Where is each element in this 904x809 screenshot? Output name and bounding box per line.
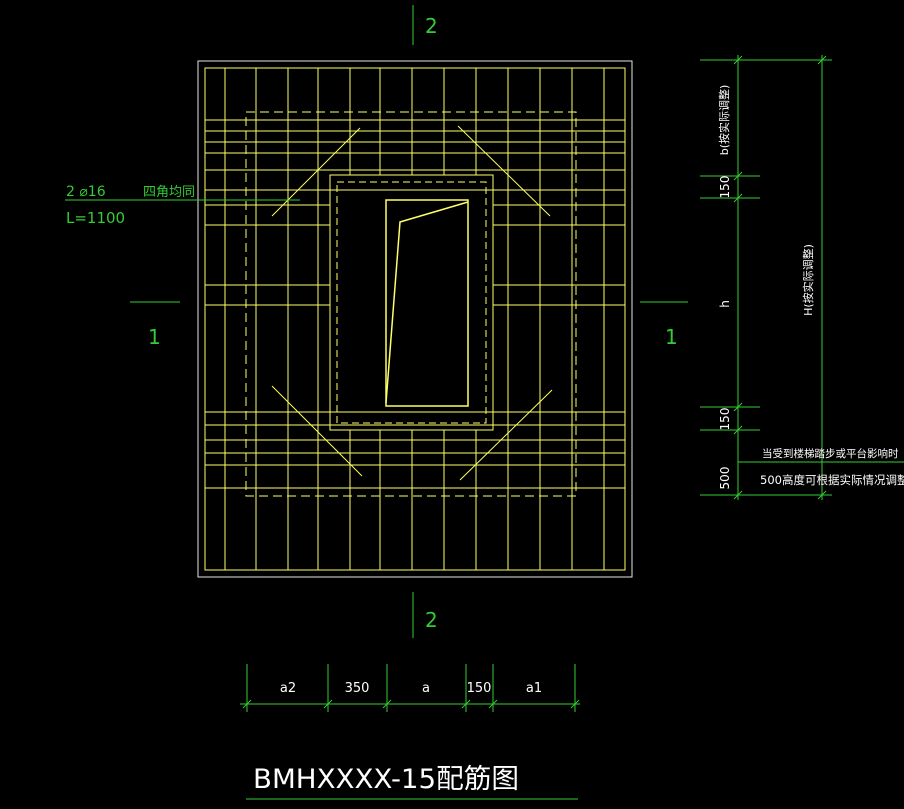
dim-a1-label: a1	[526, 681, 542, 696]
dim-H-label: H(按实际调整)	[801, 244, 815, 316]
dim-h-label: h	[718, 300, 732, 308]
horizontal-bars	[205, 119, 625, 489]
drawing-title-text: BMHXXXX-15配筋图	[253, 764, 519, 795]
dim-150-top-label: 150	[718, 176, 732, 199]
outer-frame	[197, 60, 633, 578]
section-mark-bottom: 2	[412, 592, 438, 638]
dim-a-label: a	[422, 681, 430, 696]
section-mark-right-label: 1	[665, 325, 678, 349]
rebar-note-spec-desc: 四角均同	[143, 185, 195, 200]
outer-dashed-outline	[245, 111, 577, 497]
section-mark-right: 1	[640, 301, 688, 349]
section-mark-top-label: 2	[425, 14, 438, 38]
section-mark-top: 2	[412, 5, 438, 45]
bottom-dimensions: a2 350 a 150 a1	[240, 664, 580, 712]
side-dim-ticks	[733, 55, 827, 500]
opening-frame	[329, 174, 494, 431]
rebar-note-length: L=1100	[66, 209, 125, 227]
section-mark-bottom-label: 2	[425, 608, 438, 632]
drawing-title: BMHXXXX-15配筋图	[246, 764, 578, 800]
rebar-note-spec: 2 ⌀16	[66, 184, 106, 200]
side-note-1: 当受到楼梯踏步或平台影响时	[762, 447, 899, 460]
opening-cutout	[385, 199, 469, 407]
side-note-2: 500高度可根据实际情况调整	[760, 473, 904, 487]
diagonal-corner-bars	[271, 125, 553, 481]
opening-dashed-outline	[336, 181, 487, 424]
vertical-bars	[224, 68, 605, 570]
inner-frame	[204, 67, 626, 571]
section-mark-left-label: 1	[148, 325, 161, 349]
rebar-note: 2 ⌀16 四角均同 L=1100	[65, 184, 300, 227]
bottom-dim-ticks	[242, 699, 580, 709]
dim-b-label: b(按实际调整)	[717, 85, 731, 156]
dim-350-label: 350	[345, 681, 370, 696]
dim-150-label: 150	[467, 681, 492, 696]
side-dimensions: b(按实际调整) 150 h H(按实际调整) 150 500 当受到楼梯踏步或…	[700, 55, 904, 500]
section-mark-left: 1	[130, 301, 180, 349]
rebar-plan	[197, 60, 633, 578]
dim-a2-label: a2	[280, 681, 296, 696]
dim-150-bottom-label: 150	[718, 408, 732, 431]
dim-500-label: 500	[718, 467, 732, 490]
